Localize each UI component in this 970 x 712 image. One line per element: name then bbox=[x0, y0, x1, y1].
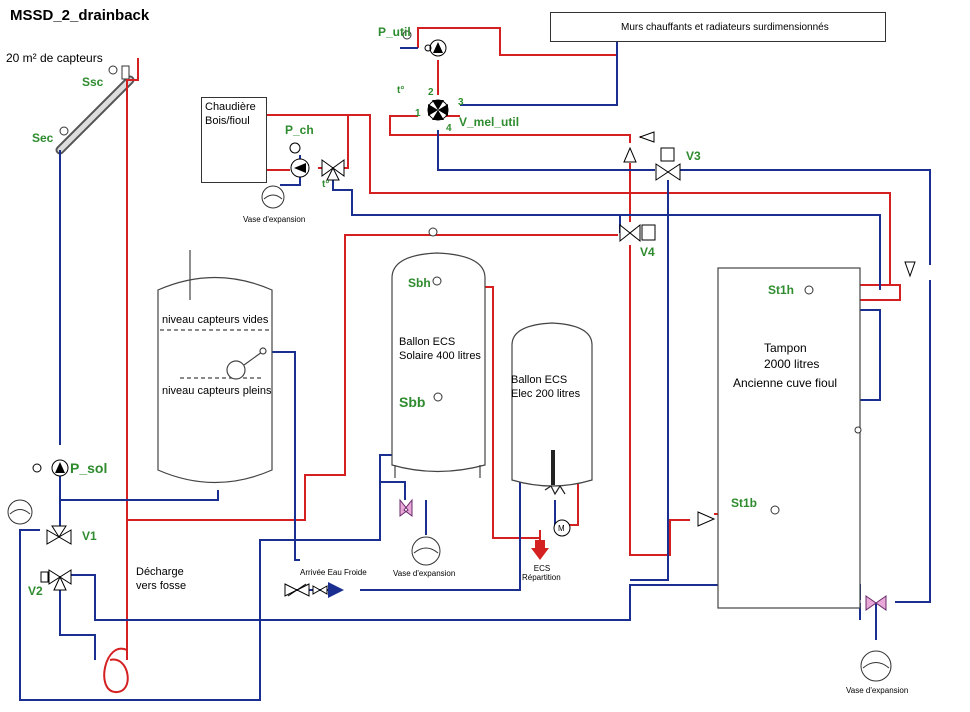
discharge-label-1: Décharge bbox=[136, 566, 184, 578]
sensor-sec-label: Sec bbox=[32, 131, 54, 145]
level-empty-label: niveau capteurs vides bbox=[162, 314, 269, 326]
sensor-st1b-label: St1b bbox=[731, 496, 758, 510]
motor-label: M bbox=[558, 524, 565, 533]
sensor-sbh-label: Sbh bbox=[408, 276, 431, 290]
valve-v2-icon bbox=[40, 569, 72, 591]
cold-water-valves-icon bbox=[284, 583, 328, 597]
sensor-sbb-label: Sbb bbox=[399, 394, 426, 410]
cold-water-label: Arrivée Eau Froide bbox=[300, 568, 367, 577]
level-full-label: niveau capteurs pleins bbox=[162, 385, 272, 397]
drainback-tank bbox=[157, 250, 273, 483]
valve-v-mel-util-icon bbox=[427, 99, 449, 121]
boiler-label-2: Bois/fioul bbox=[205, 115, 250, 127]
sensor-ssc-label: Ssc bbox=[82, 75, 104, 89]
expansion-label-buffer: Vase d'expansion bbox=[846, 686, 909, 695]
valve-v2-label: V2 bbox=[28, 584, 43, 598]
valve-p-ch-3way-icon bbox=[321, 159, 345, 181]
valve-v4-label: V4 bbox=[640, 245, 655, 259]
port-3-label: 3 bbox=[458, 97, 464, 108]
ecs-out-arrow-icon bbox=[531, 540, 549, 560]
elec-ecs-tank bbox=[511, 322, 593, 496]
pump-p-util-label: P_util bbox=[378, 25, 411, 39]
expansion-vessel-icon bbox=[7, 185, 892, 682]
valve-v-mel-util-label: V_mel_util bbox=[459, 115, 520, 129]
buffer-label-2: 2000 litres bbox=[764, 357, 820, 371]
port-4-label: 4 bbox=[446, 123, 452, 134]
solar-ecs-tank bbox=[391, 252, 486, 478]
cold-pipes bbox=[19, 40, 931, 701]
solar-tank-label-1: Ballon ECS bbox=[399, 336, 456, 348]
diagram-title: MSSD_2_drainback bbox=[10, 7, 150, 24]
pump-p-sol-icon bbox=[32, 459, 69, 477]
expansion-label-boiler: Vase d'expansion bbox=[243, 215, 306, 224]
check-valve-icon bbox=[697, 261, 916, 527]
ecs-out-label-2: Répartition bbox=[522, 573, 561, 582]
elec-tank-label-2: Elec 200 litres bbox=[511, 388, 581, 400]
elec-tank-label-1: Ballon ECS bbox=[511, 374, 568, 386]
discharge-label-2: vers fosse bbox=[136, 580, 187, 592]
buffer-label-3: Ancienne cuve fioul bbox=[733, 376, 838, 390]
motor-icon bbox=[553, 519, 571, 537]
expansion-label-solar: Vase d'expansion bbox=[393, 569, 456, 578]
collector-area-label: 20 m² de capteurs bbox=[6, 51, 103, 65]
solar-collector bbox=[55, 65, 135, 155]
valve-v4-icon bbox=[619, 223, 656, 243]
valve-v1-icon bbox=[46, 525, 72, 545]
valve-v3-icon bbox=[623, 131, 681, 181]
port-1-label: 1 bbox=[415, 108, 421, 119]
valve-v1-label: V1 bbox=[82, 529, 97, 543]
pump-p-util-icon bbox=[424, 39, 447, 57]
buffer-label-1: Tampon bbox=[764, 341, 807, 355]
boiler-box: Chaudière Bois/fioul bbox=[201, 97, 267, 183]
solar-tank-label-2: Solaire 400 litres bbox=[399, 350, 481, 362]
heating-emitters-box: Murs chauffants et radiateurs surdimensi… bbox=[550, 12, 886, 42]
sensor-st1h-label: St1h bbox=[768, 283, 795, 297]
sensor-icon bbox=[59, 30, 862, 515]
temp-label-1: t° bbox=[397, 85, 405, 96]
buffer-tank bbox=[717, 267, 861, 609]
valve-v3-label: V3 bbox=[686, 149, 701, 163]
port-2-label: 2 bbox=[428, 87, 434, 98]
heating-emitters-label: Murs chauffants et radiateurs surdimensi… bbox=[621, 22, 829, 33]
pump-p-ch-icon bbox=[289, 142, 310, 178]
pump-p-sol-label: P_sol bbox=[70, 460, 108, 476]
temp-label-2: t° bbox=[322, 179, 330, 190]
boiler-label-1: Chaudière bbox=[205, 101, 256, 113]
ecs-out-label-1: ECS bbox=[533, 564, 551, 573]
mixing-valve-pink-icon bbox=[399, 498, 887, 611]
pump-p-ch-label: P_ch bbox=[285, 123, 314, 137]
